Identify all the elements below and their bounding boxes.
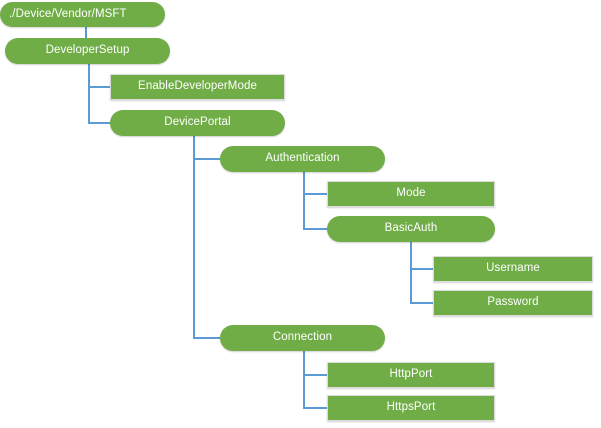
tree-node-label: DeveloperSetup xyxy=(45,44,130,57)
tree-node-label: Username xyxy=(486,262,540,275)
connector-connection-to-httpsport xyxy=(303,351,327,409)
tree-node-mode[interactable]: Mode xyxy=(327,181,495,207)
tree-node-username[interactable]: Username xyxy=(433,256,593,282)
tree-node-label: ./Device/Vendor/MSFT xyxy=(9,7,127,20)
tree-node-deviceportal[interactable]: DevicePortal xyxy=(110,110,285,136)
connector-connection-to-httpport xyxy=(303,351,327,376)
connector-deviceportal-to-connection xyxy=(193,136,220,339)
tree-node-enabledevelopermode[interactable]: EnableDeveloperMode xyxy=(110,74,285,100)
tree-node-password[interactable]: Password xyxy=(433,290,593,316)
tree-node-label: Mode xyxy=(396,187,426,200)
tree-node-label: DevicePortal xyxy=(164,116,231,129)
tree-node-connection[interactable]: Connection xyxy=(220,325,385,351)
connector-authentication-to-basicauth xyxy=(303,172,327,230)
tree-node-authentication[interactable]: Authentication xyxy=(220,146,385,172)
tree-node-label: EnableDeveloperMode xyxy=(138,80,257,93)
tree-node-label: HttpsPort xyxy=(386,401,436,414)
tree-node-label: Connection xyxy=(272,331,333,344)
tree-node-label: HttpPort xyxy=(389,368,433,381)
tree-node-basicauth[interactable]: BasicAuth xyxy=(327,216,495,242)
connector-authentication-to-mode xyxy=(303,172,327,195)
connector-developersetup-to-deviceportal xyxy=(88,64,110,124)
tree-node-label: Authentication xyxy=(265,152,340,165)
tree-node-label: BasicAuth xyxy=(384,222,438,235)
connector-developersetup-to-enabledevelopermode xyxy=(88,64,110,88)
connector-basicauth-to-username xyxy=(410,242,433,270)
tree-node-root[interactable]: ./Device/Vendor/MSFT xyxy=(0,2,165,27)
tree-node-label: Password xyxy=(487,296,539,309)
tree-node-httpsport[interactable]: HttpsPort xyxy=(327,395,495,421)
connector-basicauth-to-password xyxy=(410,242,433,304)
tree-node-developersetup[interactable]: DeveloperSetup xyxy=(5,38,170,64)
connector-deviceportal-to-authentication xyxy=(193,136,220,160)
tree-node-httpport[interactable]: HttpPort xyxy=(327,362,495,388)
